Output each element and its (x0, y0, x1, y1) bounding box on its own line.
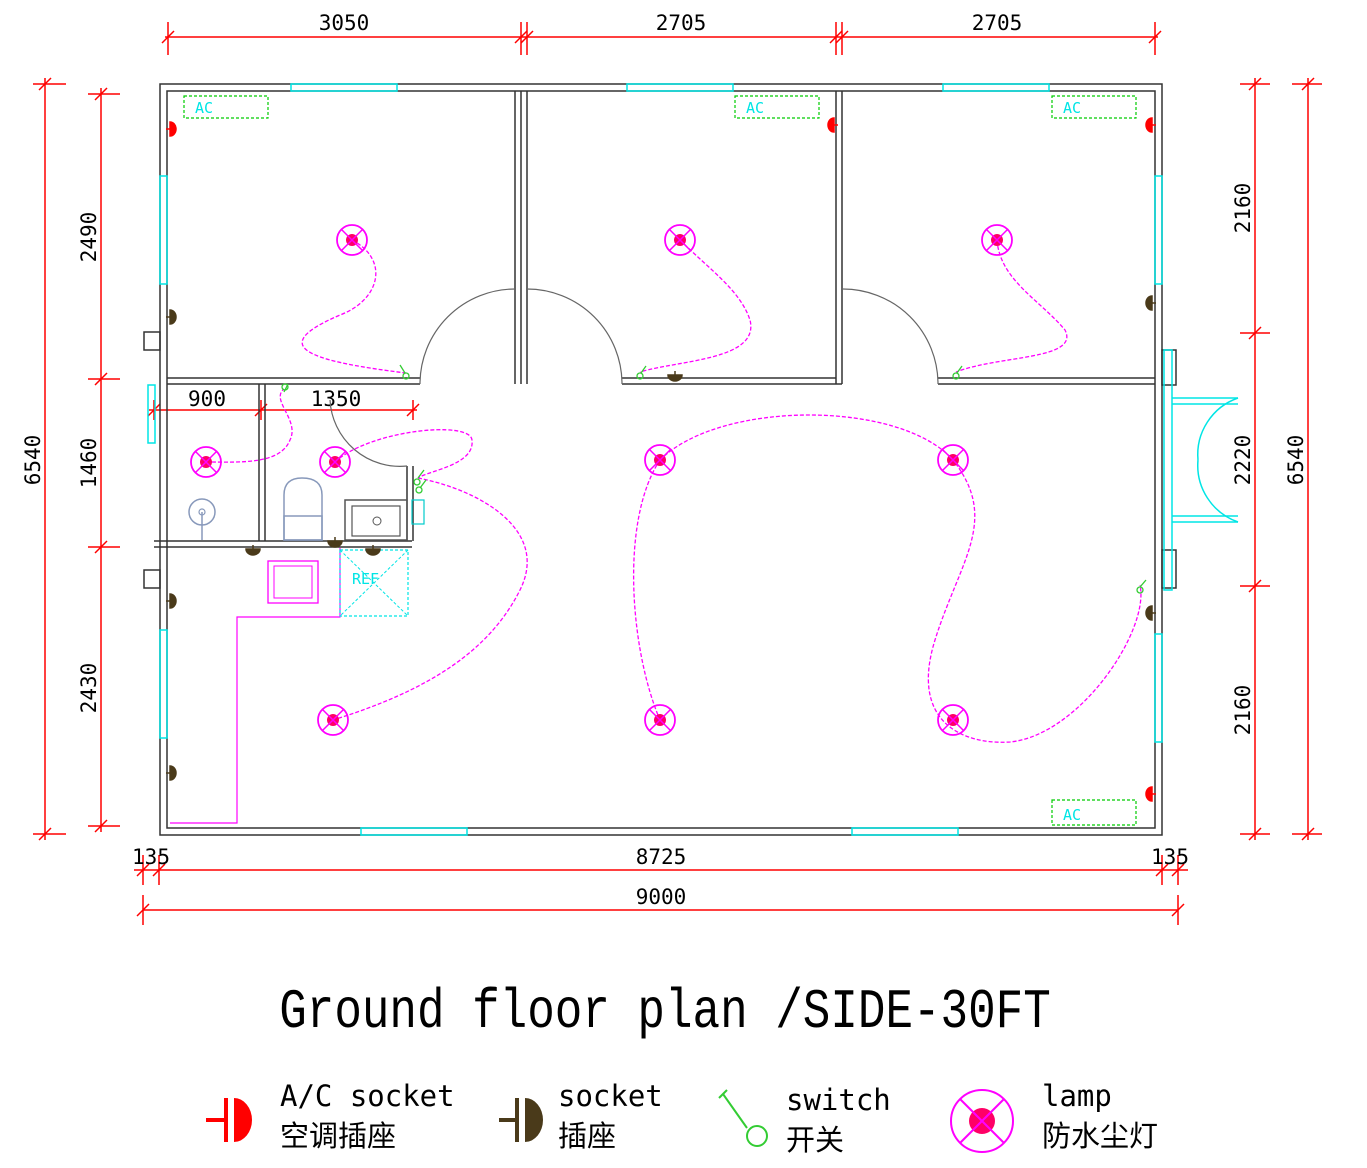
lamp-icon (937, 704, 969, 736)
lamp-icon (317, 704, 349, 736)
lamp-icon (190, 446, 222, 478)
legend-ac-socket: A/C socket 空调插座 (280, 1076, 455, 1156)
legend-switch-en: switch (786, 1083, 891, 1117)
dim-right-outer: 6540 (1284, 435, 1308, 486)
socket-icon (166, 765, 177, 781)
dim-left-outer: 6540 (21, 435, 45, 486)
sockets (166, 295, 1156, 781)
ac-socket-icon (1145, 786, 1156, 802)
switch-icon (281, 383, 289, 393)
ac-socket-icon (206, 1098, 252, 1142)
dim-bottom-wall-right: 135 (1151, 845, 1189, 869)
wiring (205, 239, 1142, 743)
dimension-lines (33, 22, 1322, 925)
legend-socket-en: socket (558, 1079, 663, 1113)
socket-icon (667, 371, 683, 382)
legend-ac-socket-zh: 空调插座 (280, 1119, 397, 1153)
dim-bottom-wall-left: 135 (132, 845, 170, 869)
dim-bath-2: 1350 (311, 387, 362, 411)
lamps (190, 224, 1013, 736)
legend-lamp: lamp 防水尘灯 (1042, 1076, 1158, 1156)
legend-socket: socket 插座 (558, 1076, 663, 1156)
switch-icon (1136, 579, 1147, 594)
socket-icon (327, 537, 343, 548)
ac-socket-icon (166, 121, 177, 137)
ac-label-3: AC (1063, 99, 1081, 117)
socket-icon (499, 1098, 543, 1142)
legend-ac-socket-en: A/C socket (280, 1079, 455, 1113)
legend-switch-zh: 开关 (786, 1123, 845, 1157)
dim-left-inner-1: 2490 (77, 212, 101, 263)
lamp-icon (937, 444, 969, 476)
socket-icon (166, 593, 177, 609)
dim-right-inner-2: 2220 (1231, 435, 1255, 486)
dim-bottom-total: 9000 (636, 885, 687, 909)
doors (329, 288, 939, 467)
ac-socket-icon (827, 117, 838, 133)
lamp-icon (319, 446, 351, 478)
ac-label-1: AC (195, 99, 213, 117)
dim-right-inner-3: 2160 (1231, 685, 1255, 736)
plan-title: Ground floor plan /SIDE-30FT (279, 980, 1051, 1044)
lamp-icon (336, 224, 368, 256)
legend-lamp-zh: 防水尘灯 (1042, 1119, 1159, 1153)
lamp-icon (664, 224, 696, 256)
legend-switch: switch 开关 (786, 1080, 891, 1160)
switches (281, 364, 1147, 594)
dim-top-2: 2705 (656, 11, 707, 35)
socket-icon (1145, 605, 1156, 621)
ac-socket-icon (1145, 117, 1156, 133)
lamp-icon (644, 444, 676, 476)
socket-icon (245, 545, 261, 556)
lamp-icon (644, 704, 676, 736)
dim-left-inner-3: 2430 (77, 663, 101, 714)
ac-sockets (166, 117, 1156, 802)
dim-bath-1: 900 (188, 387, 226, 411)
dim-top-3: 2705 (972, 11, 1023, 35)
switch-icon (952, 365, 963, 380)
windows (147, 83, 1239, 836)
legend-lamp-en: lamp (1042, 1079, 1112, 1113)
ac-units (183, 95, 1137, 826)
lamp-icon (950, 1089, 1014, 1153)
ac-label-4: AC (1063, 806, 1081, 824)
switch-icon (636, 365, 647, 380)
socket-icon (365, 545, 381, 556)
floor-plan: 3050 2705 2705 6540 2490 1460 2430 2160 … (21, 11, 1322, 925)
socket-icon (1145, 295, 1156, 311)
switch-icon (718, 1089, 768, 1147)
dim-bottom-span: 8725 (636, 845, 687, 869)
dim-right-inner-1: 2160 (1231, 183, 1255, 234)
lamp-icon (981, 224, 1013, 256)
dim-top-1: 3050 (319, 11, 370, 35)
ref-label: REF (352, 570, 379, 588)
socket-icon (166, 309, 177, 325)
dim-left-inner-2: 1460 (77, 438, 101, 489)
bathroom-fixtures: REF (170, 477, 425, 824)
ac-label-2: AC (746, 99, 764, 117)
legend-socket-zh: 插座 (558, 1119, 617, 1153)
switch-icon (413, 469, 427, 494)
switch-icon (399, 364, 410, 380)
